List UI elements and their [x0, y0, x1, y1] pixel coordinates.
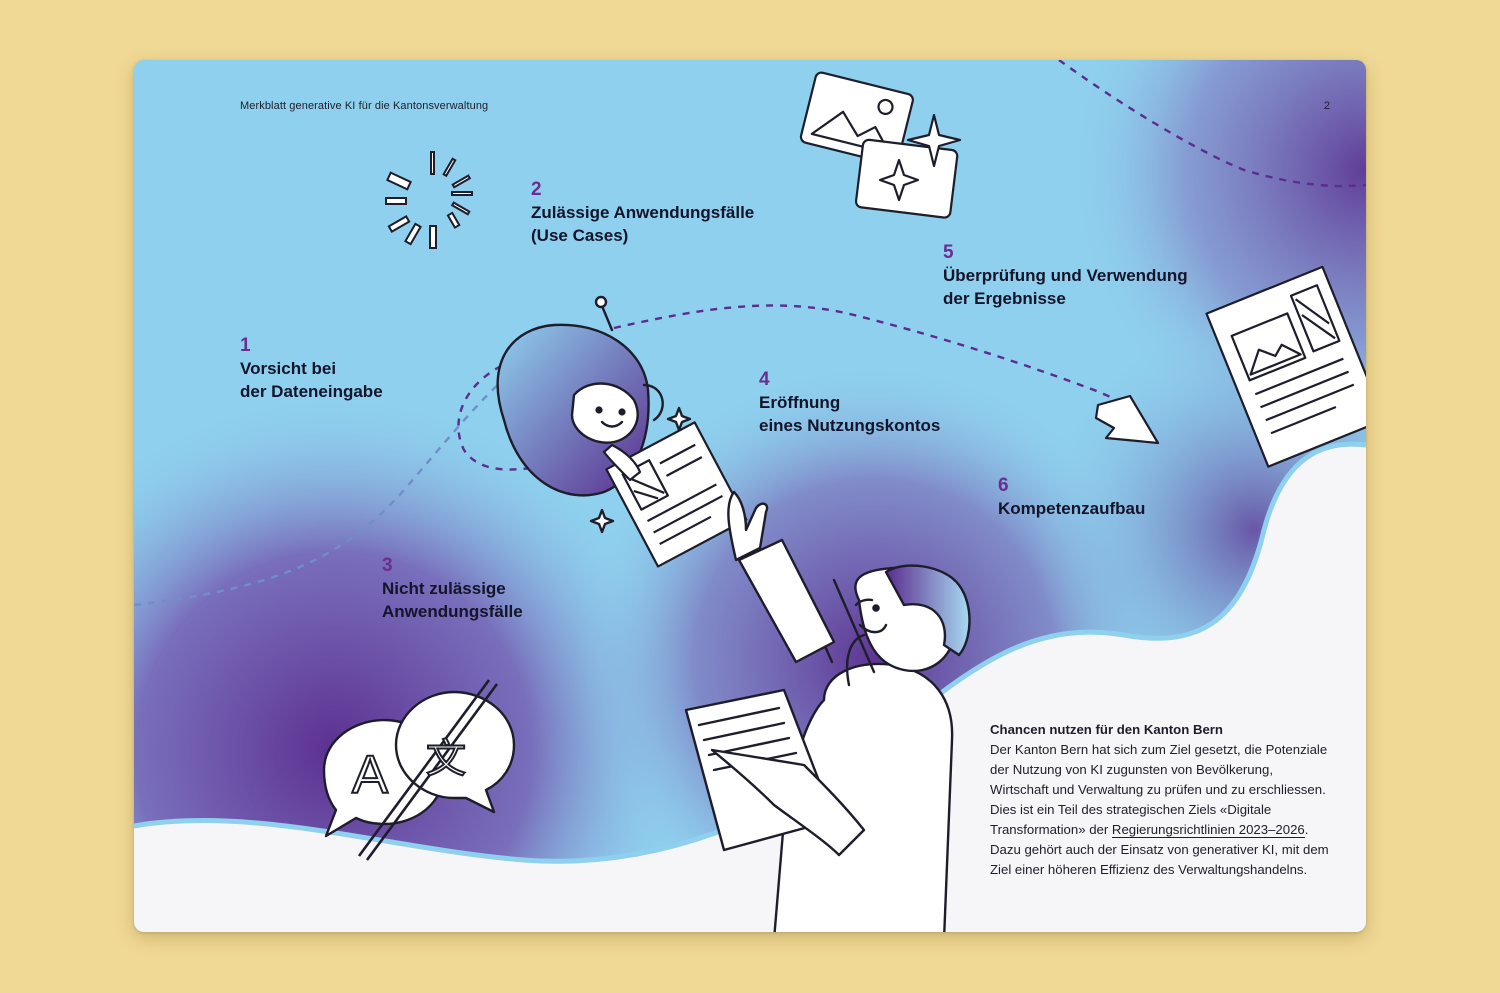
topic-number: 6	[998, 475, 1009, 496]
topic-4: 4 Eröffnung eines Nutzungskontos	[759, 369, 940, 437]
topic-label: Zulässige Anwendungsfälle	[531, 203, 755, 222]
topic-number: 4	[759, 369, 770, 390]
translate-glyph-b: 文	[426, 736, 466, 782]
topic-number: 1	[240, 335, 251, 356]
info-heading: Chancen nutzen für den Kanton Bern	[990, 722, 1223, 737]
translate-glyph-a: A	[352, 745, 388, 805]
topic-2: 2 Zulässige Anwendungsfälle (Use Cases)	[531, 179, 754, 247]
loading-spinner-icon	[385, 151, 473, 249]
topic-label: Vorsicht bei	[240, 359, 337, 378]
topic-label: eines Nutzungskontos	[759, 416, 941, 435]
topic-label: (Use Cases)	[531, 226, 629, 245]
topic-5: 5 Überprüfung und Verwendung der Ergebni…	[943, 242, 1188, 310]
topic-label: der Dateneingabe	[240, 382, 383, 401]
topic-number: 3	[382, 555, 393, 576]
info-body: Der Kanton Bern hat sich zum Ziel gesetz…	[990, 740, 1330, 880]
topic-3: 3 Nicht zulässige Anwendungsfälle	[382, 555, 523, 623]
info-text-block: Chancen nutzen für den Kanton Bern Der K…	[990, 720, 1330, 880]
topic-label: Anwendungsfälle	[382, 602, 523, 621]
topic-number: 2	[531, 179, 542, 200]
page-number: 2	[1323, 100, 1330, 112]
topic-label: Nicht zulässige	[382, 579, 506, 598]
topic-label: Eröffnung	[759, 393, 841, 412]
brochure-page: A 文	[134, 60, 1366, 932]
info-body-text-end: . Dazu gehört auch der Einsatz von gener…	[990, 822, 1329, 877]
images-icon	[799, 71, 962, 219]
document-handover	[602, 421, 748, 568]
topic-number: 5	[943, 242, 954, 263]
document-icon	[1205, 265, 1366, 468]
arrow-icon	[1094, 394, 1160, 445]
topic-label: Kompetenzaufbau	[998, 499, 1146, 518]
person-character	[684, 490, 971, 932]
translate-icon	[322, 679, 516, 861]
page-illustration: A 文	[134, 60, 1366, 932]
info-body-text: Der Kanton Bern hat sich zum Ziel gesetz…	[990, 742, 1328, 837]
regierungsrichtlinien-link[interactable]: Regierungsrichtlinien 2023–2026	[1111, 822, 1305, 838]
topic-1: 1 Vorsicht bei der Dateneingabe	[240, 335, 383, 403]
topic-label: der Ergebnisse	[943, 289, 1066, 308]
topic-label: Überprüfung und Verwendung	[943, 266, 1188, 285]
document-title: Merkblatt generative KI für die Kantonsv…	[240, 100, 489, 112]
white-wave	[134, 444, 1366, 932]
topic-6: 6 Kompetenzaufbau	[998, 475, 1145, 520]
